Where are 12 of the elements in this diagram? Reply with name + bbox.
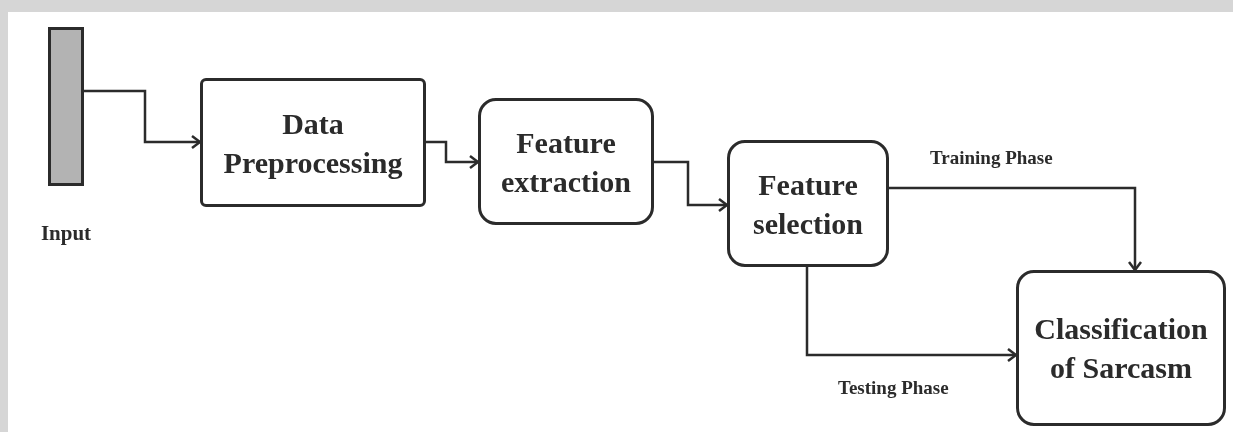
arrow: [654, 160, 729, 213]
process-box: Feature selection: [727, 140, 889, 267]
edge-label: Testing Phase: [836, 378, 951, 397]
arrow: [889, 186, 1143, 272]
node-label: Input: [40, 223, 92, 244]
process-box: Classification of Sarcasm: [1016, 270, 1226, 426]
arrow: [805, 267, 1018, 363]
process-box: Feature extraction: [478, 98, 654, 225]
process-box: Data Preprocessing: [200, 78, 426, 207]
edge-label: Training Phase: [928, 148, 1055, 167]
arrow: [426, 140, 480, 170]
arrow: [84, 89, 202, 150]
